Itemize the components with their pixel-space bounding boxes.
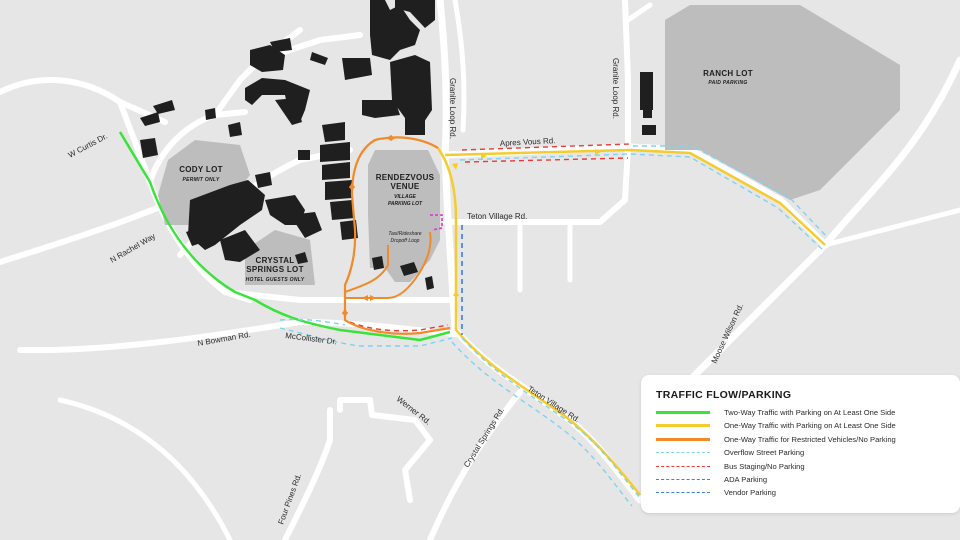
arrow-icon <box>342 312 348 318</box>
bus-staging <box>464 157 629 163</box>
arrow-icon <box>481 153 487 159</box>
label-teton-village-rd: Teton Village Rd. <box>467 212 527 221</box>
label-granite-loop-right: Granite Loop Rd. <box>611 58 620 119</box>
legend-label: Overflow Street Parking <box>724 448 805 458</box>
legend-label: One-Way Traffic for Restricted Vehicles/… <box>724 434 896 444</box>
overflow-parking <box>461 337 643 501</box>
legend-label: Two-Way Traffic with Parking on At Least… <box>724 408 896 417</box>
village-parking-lot <box>368 150 440 282</box>
arrow-icon <box>452 163 458 170</box>
label-w-curtis: W Curtis Dr. <box>67 132 109 160</box>
legend-swatch <box>656 411 710 414</box>
overflow-parking <box>451 341 633 507</box>
crystal-lot-name-1: CRYSTAL <box>256 256 295 265</box>
green-route <box>118 131 451 342</box>
label-granite-loop-left: Granite Loop Rd. <box>448 78 457 139</box>
legend-label: One-Way Traffic with Parking on At Least… <box>724 421 896 431</box>
taxi-label-1: Taxi/Rideshare <box>388 231 421 237</box>
legend-swatch <box>656 424 710 428</box>
arrow-icon <box>453 290 459 296</box>
arrow-icon <box>370 295 376 301</box>
overflow-parking <box>279 327 453 347</box>
legend-item: One-Way Traffic with Parking on At Least… <box>656 420 956 432</box>
taxi-label-2: Dropoff Loop <box>391 238 420 244</box>
legend-item: Overflow Street Parking <box>656 447 956 459</box>
yellow-route-loop <box>436 147 641 496</box>
label-apres-vous: Apres Vous Rd. <box>500 136 556 148</box>
overflow-parking <box>459 153 823 250</box>
legend-panel: TRAFFIC FLOW/PARKING Two-Way Traffic wit… <box>641 375 960 513</box>
legend-title: TRAFFIC FLOW/PARKING <box>656 389 792 401</box>
ada-parking <box>430 214 443 231</box>
legend-item: Vendor Parking <box>656 487 956 499</box>
venue-name-1: RENDEZVOUS <box>376 173 435 182</box>
label-teton-village-rd-south: Teton Village Rd. <box>526 384 582 424</box>
direction-arrows <box>342 135 601 318</box>
venue-name-2: VENUE <box>390 182 419 191</box>
bus-staging <box>461 143 631 151</box>
legend-label: Vendor Parking <box>724 488 776 498</box>
label-mccollister: McCollister Dr. <box>285 331 338 346</box>
legend-item: One-Way Traffic for Restricted Vehicles/… <box>656 434 956 446</box>
venue-sub-1: VILLAGE <box>394 194 416 200</box>
buildings <box>140 0 656 290</box>
legend-item: Bus Staging/No Parking <box>656 461 956 473</box>
legend-item: ADA Parking <box>656 474 956 486</box>
arrow-icon <box>390 135 396 141</box>
cody-lot-name: CODY LOT <box>179 165 223 174</box>
restricted-loop <box>345 231 432 299</box>
ranch-lot-name: RANCH LOT <box>703 69 753 78</box>
ranch-lot-note: PAID PARKING <box>708 80 747 86</box>
lot-labels: CODY LOT PERMIT ONLY CRYSTAL SPRINGS LOT… <box>179 69 753 283</box>
bus-staging <box>349 321 449 332</box>
crystal-lot-note: HOTEL GUESTS ONLY <box>246 277 305 283</box>
legend-item: Two-Way Traffic with Parking on At Least… <box>656 407 956 419</box>
overflow-parking <box>279 318 346 326</box>
cody-lot-note: PERMIT ONLY <box>182 177 219 183</box>
arrow-icon <box>349 186 355 192</box>
legend-label: ADA Parking <box>724 475 768 484</box>
label-n-rachel: N Rachel Way <box>109 232 158 265</box>
yellow-route <box>444 148 826 246</box>
venue-sub-2: PARKING LOT <box>388 201 423 207</box>
legend-swatch <box>656 465 710 467</box>
arrow-icon <box>595 149 601 155</box>
legend-label: Bus Staging/No Parking <box>724 461 805 471</box>
traffic-overlay <box>118 131 829 507</box>
legend-swatch <box>656 452 710 454</box>
legend-swatch <box>656 437 710 441</box>
legend-swatch <box>656 479 710 480</box>
restricted-loop <box>344 245 389 293</box>
crystal-lot-name-2: SPRINGS LOT <box>246 265 304 274</box>
arrow-icon <box>362 295 368 301</box>
label-crystal-springs: Crystal Springs Rd. <box>462 406 506 469</box>
legend-swatch <box>656 492 710 494</box>
ranch-lot <box>665 5 900 200</box>
overflow-parking <box>633 145 829 239</box>
crystal-springs-lot <box>245 230 315 285</box>
